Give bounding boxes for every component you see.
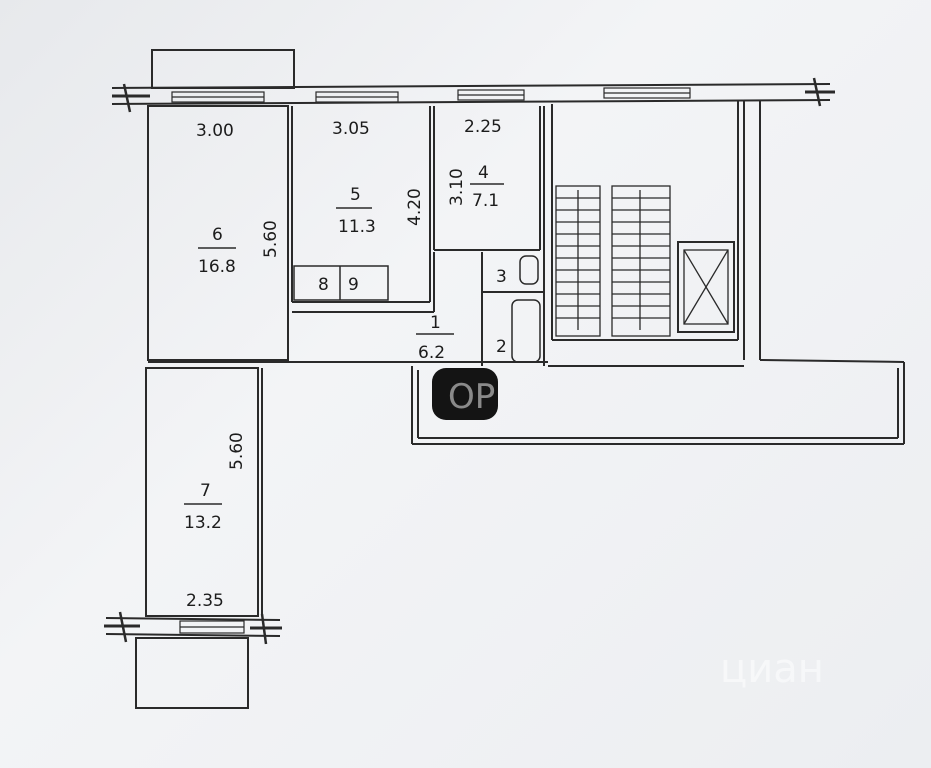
room-4-area: 7.1 xyxy=(472,191,499,211)
room-9-number: 9 xyxy=(348,275,359,295)
room-8-number: 8 xyxy=(318,275,329,295)
bottom-balcony xyxy=(135,637,249,709)
room-5-number: 5 xyxy=(350,185,361,205)
top-wall-outer xyxy=(111,83,831,89)
top-balcony xyxy=(151,49,295,89)
dim-room7-length: 5.60 xyxy=(227,432,247,470)
walls xyxy=(104,49,905,709)
staircase xyxy=(555,185,671,337)
room-6-outline xyxy=(147,105,289,361)
room-7-area: 13.2 xyxy=(184,513,222,533)
dim-room4-width: 2.25 xyxy=(464,117,502,137)
room-1-number: 1 xyxy=(430,313,441,333)
room-4-number: 4 xyxy=(478,163,489,183)
dim-room6-width: 3.00 xyxy=(196,121,234,141)
dim-room6-length: 5.60 xyxy=(261,220,281,258)
room-7-outline xyxy=(145,367,259,617)
dim-room4-length: 3.10 xyxy=(447,168,467,206)
top-wall-inner xyxy=(111,99,831,105)
dim-room5-width: 3.05 xyxy=(332,119,370,139)
watermark-text: циан xyxy=(720,646,824,692)
room-6-number: 6 xyxy=(212,225,223,245)
logo-text: ОР xyxy=(448,377,495,417)
room-2-number: 2 xyxy=(496,337,507,357)
dim-room7-width: 2.35 xyxy=(186,591,224,611)
logo-block xyxy=(432,368,498,420)
room-5-area: 11.3 xyxy=(338,217,376,237)
room-6-area: 16.8 xyxy=(198,257,236,277)
room-7-number: 7 xyxy=(200,481,211,501)
closets-8-9 xyxy=(293,265,389,301)
top-windows xyxy=(171,87,691,103)
elevator-shaft xyxy=(677,241,735,333)
room-1-area: 6.2 xyxy=(418,343,445,363)
room-3-number: 3 xyxy=(496,267,507,287)
dim-room5-length: 4.20 xyxy=(405,188,425,226)
